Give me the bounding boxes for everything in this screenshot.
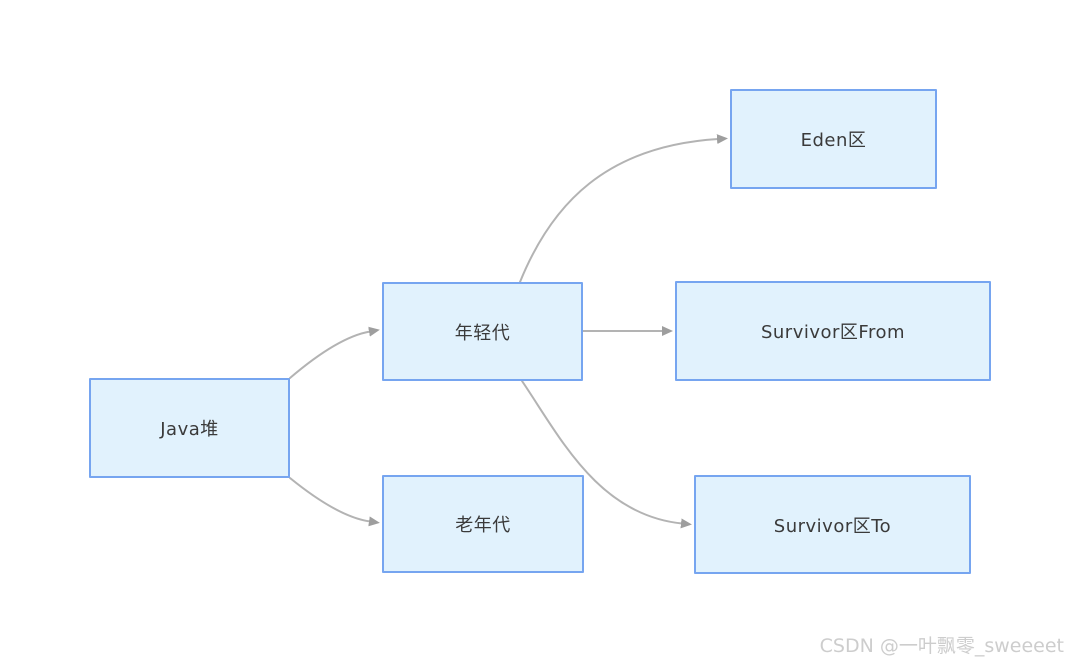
- node-label-java-heap: Java堆: [160, 419, 219, 440]
- edge-java-heap-to-young-gen: [289, 326, 380, 379]
- node-label-survivor-from: Survivor区From: [760, 322, 906, 343]
- node-young-gen: 年轻代: [382, 282, 583, 381]
- node-survivor-from: Survivor区From: [675, 281, 991, 381]
- node-survivor-to: Survivor区To: [694, 475, 971, 574]
- watermark: CSDN @一叶飘零_sweeeet: [819, 635, 1064, 657]
- node-label-survivor-to: Survivor区To: [773, 515, 892, 537]
- node-label-old-gen: 老年代: [455, 515, 511, 536]
- edge-young-gen-to-eden: [519, 134, 728, 283]
- node-java-heap: Java堆: [89, 378, 290, 478]
- node-label-eden: Eden区: [800, 130, 867, 151]
- node-eden: Eden区: [730, 89, 937, 189]
- node-label-young-gen: 年轻代: [454, 322, 511, 344]
- node-old-gen: 老年代: [382, 475, 584, 573]
- edge-java-heap-to-old-gen: [289, 477, 380, 527]
